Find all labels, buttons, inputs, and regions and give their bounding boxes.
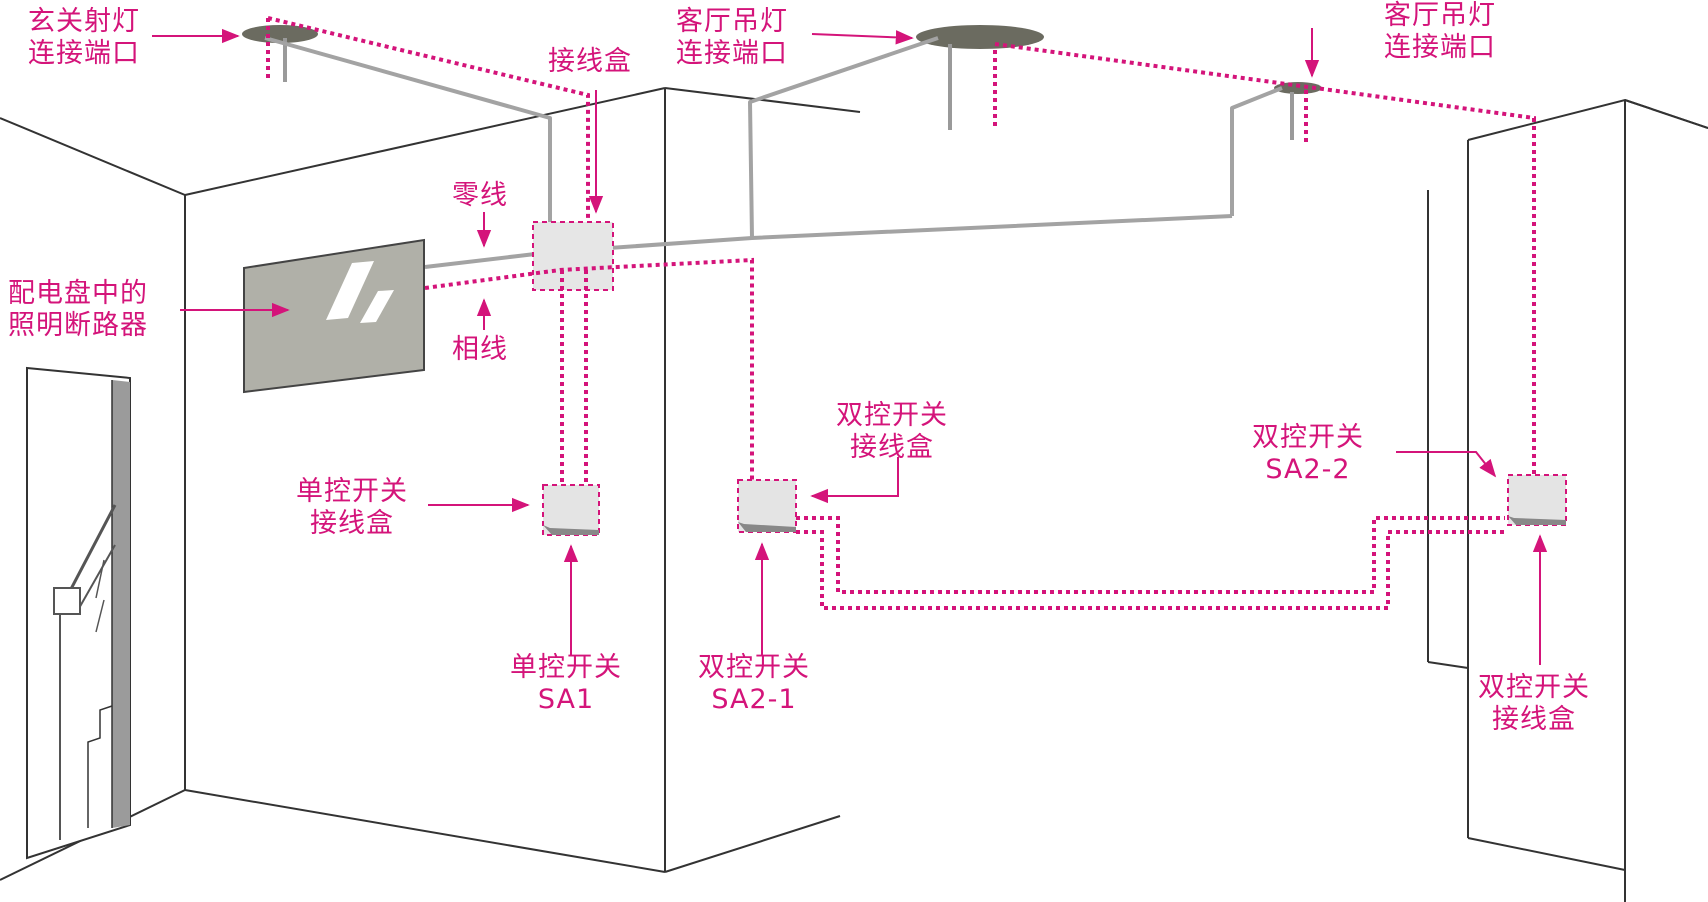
label-living-chandelier-port-2: 客厅吊灯 连接端口 bbox=[1384, 0, 1496, 63]
living-chandelier-2 bbox=[1274, 82, 1322, 140]
label-neutral-wire: 零线 bbox=[452, 180, 508, 211]
living-chandelier-1 bbox=[916, 25, 1044, 130]
junction-box bbox=[532, 221, 614, 291]
label-phase-wire: 相线 bbox=[452, 334, 508, 365]
room-outline bbox=[0, 87, 1708, 902]
label-foyer-spotlight-port: 玄关射灯 连接端口 bbox=[28, 6, 140, 69]
switch-box-sa2-2 bbox=[1507, 474, 1567, 526]
switch-box-sa2-1 bbox=[737, 479, 797, 533]
label-junction-box: 接线盒 bbox=[548, 46, 632, 77]
label-two-way-switch-sa2-1: 双控开关 SA2-1 bbox=[698, 652, 810, 715]
label-two-way-switch-box-2: 双控开关 接线盒 bbox=[1478, 672, 1590, 735]
switch-box-sa1 bbox=[542, 484, 600, 536]
doorway bbox=[26, 366, 131, 860]
distribution-panel bbox=[243, 238, 425, 394]
foyer-spotlight bbox=[242, 25, 318, 82]
label-living-chandelier-port-1: 客厅吊灯 连接端口 bbox=[676, 6, 788, 69]
label-two-way-switch-sa2-2: 双控开关 SA2-2 bbox=[1252, 422, 1364, 485]
label-single-switch-sa1: 单控开关 SA1 bbox=[510, 652, 622, 715]
neutral-wires bbox=[264, 36, 1283, 269]
label-two-way-switch-box-1: 双控开关 接线盒 bbox=[836, 400, 948, 463]
phase-wires bbox=[266, 16, 1536, 610]
annotation-arrows bbox=[152, 28, 1548, 665]
label-distribution-breaker: 配电盘中的 照明断路器 bbox=[8, 278, 148, 341]
label-single-switch-box: 单控开关 接线盒 bbox=[296, 476, 408, 539]
